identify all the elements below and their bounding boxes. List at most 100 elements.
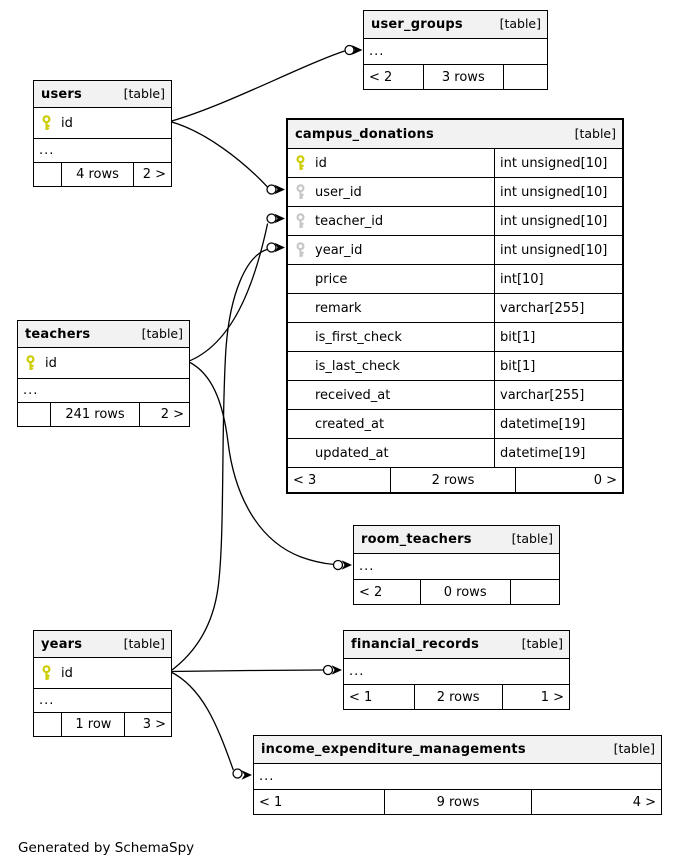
footer-row-count: 0 rows — [419, 580, 510, 604]
column-type: int unsigned[10] — [494, 236, 622, 264]
column-type: bit[1] — [494, 323, 622, 351]
footer-row-count: 1 row — [61, 713, 124, 736]
column-name-cell: is_first_check — [288, 323, 494, 351]
fk-campus_donations-teacher_id-teachers-id — [187, 213, 285, 363]
table-name: campus_donations — [295, 126, 434, 142]
table-type-badge: [table] — [123, 85, 165, 101]
footer-left-degree — [18, 403, 50, 426]
generator-note: Generated by SchemaSpy — [18, 840, 195, 856]
table-type-badge: [table] — [511, 531, 553, 547]
primary-key-icon — [40, 665, 54, 681]
column-type: varchar[255] — [494, 294, 622, 322]
column-row-is_last_check: is_last_check bit[1] — [288, 351, 622, 380]
footer-row-count: 9 rows — [384, 790, 531, 814]
table-campus_donations[interactable]: campus_donations [table] id int unsigned[10… — [286, 118, 624, 494]
table-years-header: years[table] — [34, 631, 171, 657]
table-financial_records-header: financial_records[table] — [344, 631, 569, 658]
table-income_expenditure_managements-header: income_expenditure_managements[table] — [254, 736, 661, 763]
column-type: varchar[255] — [494, 381, 622, 409]
footer-left-degree: < 3 — [293, 472, 317, 488]
fk-room_teachers-teachers-id — [187, 360, 352, 571]
column-type: datetime[19] — [494, 439, 622, 467]
column-row-updated_at: updated_at datetime[19] — [288, 438, 622, 467]
column-type: bit[1] — [494, 352, 622, 380]
footer-row-count: 3 rows — [422, 65, 504, 89]
table-name: financial_records — [351, 637, 480, 652]
footer-row-count: 2 rows — [389, 468, 515, 492]
column-name-cell: is_last_check — [288, 352, 494, 380]
hidden-columns-ellipsis: ... — [344, 658, 569, 684]
footer-left-degree — [34, 713, 61, 736]
table-type-badge: [table] — [499, 16, 541, 32]
footer-right-degree — [509, 580, 559, 604]
table-users-header: users [table] — [34, 81, 171, 107]
table-name: income_expenditure_managements — [261, 742, 526, 757]
column-name: teacher_id — [315, 213, 384, 229]
column-name-cell: received_at — [288, 381, 494, 409]
primary-key-icon — [294, 155, 308, 171]
fk-campus_donations-user_id-users-id — [169, 120, 285, 195]
table-income_expenditure_managements[interactable]: income_expenditure_managements[table]...… — [253, 735, 662, 815]
footer-right-degree: 0 > — [515, 468, 622, 492]
table-room_teachers-header: room_teachers[table] — [354, 526, 559, 553]
column-type: int unsigned[10] — [494, 178, 622, 206]
column-name: is_last_check — [315, 358, 400, 374]
footer-row-count: 241 rows — [50, 403, 138, 426]
column-name: id — [45, 355, 57, 371]
column-name: year_id — [315, 242, 363, 258]
column-name: id — [61, 115, 73, 131]
column-name-cell: year_id — [288, 236, 494, 264]
fk-user_groups-users-id — [169, 44, 363, 123]
fk-financial_records-years-id — [169, 664, 342, 676]
table-name: users — [41, 86, 82, 102]
footer-left-degree — [34, 163, 61, 186]
hidden-columns-ellipsis: ... — [34, 688, 171, 712]
column-name: id — [315, 155, 327, 171]
footer-right-degree: 1 > — [501, 685, 570, 709]
column-name-cell: id — [18, 348, 189, 378]
hidden-columns-ellipsis: ... — [254, 763, 661, 789]
column-row-id: id — [34, 107, 171, 138]
footer-left-degree: < 2 — [359, 584, 383, 600]
column-type: datetime[19] — [494, 410, 622, 438]
column-row-price: price int[10] — [288, 264, 622, 293]
column-name-cell: id — [288, 149, 494, 177]
fk-campus_donations-year_id-years-id — [169, 242, 285, 673]
footer-right-degree — [503, 65, 547, 89]
column-name-cell: created_at — [288, 410, 494, 438]
primary-key-icon — [40, 115, 54, 131]
column-name: id — [61, 665, 73, 681]
column-name: created_at — [315, 416, 385, 432]
table-room_teachers-footer: < 2 0 rows — [354, 579, 559, 604]
table-type-badge: [table] — [574, 125, 616, 141]
column-name-cell: remark — [288, 294, 494, 322]
table-type-badge: [table] — [123, 635, 165, 651]
column-name: updated_at — [315, 445, 389, 461]
column-name-cell: price — [288, 265, 494, 293]
footer-row-count: 2 rows — [413, 685, 502, 709]
column-name: price — [315, 271, 348, 287]
footer-right-degree: 3 > — [124, 713, 171, 736]
column-type: int unsigned[10] — [494, 149, 622, 177]
table-user_groups-header: user_groups[table] — [364, 11, 547, 38]
fk-income_expenditure_managements-years-id — [169, 670, 252, 780]
column-row-id: id int unsigned[10] — [288, 148, 622, 177]
column-name-cell: teacher_id — [288, 207, 494, 235]
column-type: int[10] — [494, 265, 622, 293]
